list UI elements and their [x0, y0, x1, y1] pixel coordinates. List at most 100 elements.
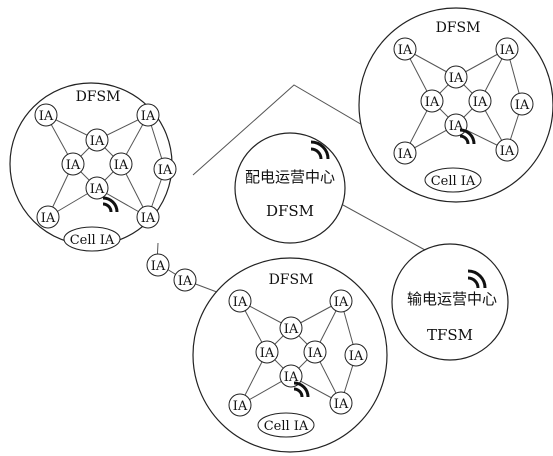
wireless-icon: [293, 381, 310, 398]
distribution-operation-center: 配电运营中心 DFSM: [234, 132, 346, 244]
cluster-title: DFSM: [436, 20, 481, 36]
ia-node-outer-bottom-left: IA: [228, 393, 252, 417]
ia-node-top: IA: [85, 128, 109, 152]
ia-node-circle: [279, 316, 303, 340]
cluster-title: DFSM: [269, 272, 314, 288]
ia-node-label: IA: [284, 370, 299, 385]
ia-node-label: IA: [515, 98, 530, 113]
ia-node-label: IA: [39, 109, 54, 124]
ia-node-circle: [468, 89, 492, 113]
bridge-ia-node-1: IA: [146, 253, 170, 277]
ia-node-right: IA: [303, 340, 327, 364]
ia-node-circle: [34, 103, 58, 127]
ia-node-outer-side: IA: [344, 343, 368, 367]
cell-ia-ellipse: [63, 226, 121, 252]
ia-node-circle: [136, 103, 160, 127]
cell-ia-node: Cell IA: [63, 226, 121, 252]
ia-node-outer-top-left: IA: [393, 37, 417, 61]
ia-node-outer-side: IA: [510, 92, 534, 116]
ia-node-circle: [228, 289, 252, 313]
ia-node-label: IA: [233, 295, 248, 310]
ia-node-circle: [146, 253, 170, 277]
cluster-title: DFSM: [76, 89, 121, 105]
ia-node-circle: [61, 152, 85, 176]
ia-node-circle: [329, 391, 353, 415]
ia-node-label: IA: [425, 95, 440, 110]
ia-node-bottom: IA: [444, 113, 468, 137]
ia-node-label: IA: [141, 211, 156, 226]
wireless-icon: [310, 140, 330, 160]
center-subsystem: TFSM: [427, 326, 473, 344]
ia-node-label: IA: [334, 397, 349, 412]
ia-node-label: IA: [260, 346, 275, 361]
ia-node-circle: [153, 157, 177, 181]
cell-ia-label: Cell IA: [431, 174, 476, 189]
link-center1-to-center2: [342, 204, 426, 251]
ia-node-label: IA: [233, 399, 248, 414]
center-boundary: [391, 243, 509, 361]
ia-node-circle: [510, 92, 534, 116]
ia-node-circle: [303, 340, 327, 364]
cell-ia-ellipse: [424, 167, 482, 193]
ia-node-label: IA: [449, 71, 464, 86]
ia-node-circle: [393, 141, 417, 165]
ia-node-outer-top-left: IA: [34, 103, 58, 127]
ia-node-label: IA: [500, 144, 515, 159]
ia-node-label: IA: [90, 182, 105, 197]
ia-node-bottom: IA: [85, 176, 109, 200]
cell-ia-node: Cell IA: [257, 412, 315, 438]
center-name: 配电运营中心: [245, 168, 335, 186]
ia-node-outer-bottom-left: IA: [393, 141, 417, 165]
cell-ia-label: Cell IA: [264, 419, 309, 434]
center-subsystem: DFSM: [266, 202, 314, 220]
ia-node-label: IA: [158, 163, 173, 178]
ia-node-circle: [420, 89, 444, 113]
center-name: 输电运营中心: [407, 290, 497, 308]
ia-node-circle: [85, 176, 109, 200]
ia-node-label: IA: [349, 349, 364, 364]
ia-node-label: IA: [398, 43, 413, 58]
ia-node-right: IA: [109, 152, 133, 176]
ia-node-label: IA: [178, 274, 193, 289]
ia-node-circle: [344, 343, 368, 367]
ia-node-circle: [444, 65, 468, 89]
ia-node-circle: [36, 205, 60, 229]
ia-node-label: IA: [398, 147, 413, 162]
ia-node-label: IA: [284, 322, 299, 337]
ia-node-circle: [85, 128, 109, 152]
ia-node-left: IA: [61, 152, 85, 176]
ia-node-outer-top-right: IA: [495, 37, 519, 61]
dfsm-cluster-top-right: DFSM IA IA IA IA IA IA IA IA IA Cell IA: [358, 7, 553, 203]
ia-node-label: IA: [449, 119, 464, 134]
ia-node-right: IA: [468, 89, 492, 113]
ia-node-circle: [228, 393, 252, 417]
cell-ia-node: Cell IA: [424, 167, 482, 193]
ia-node-circle: [495, 37, 519, 61]
ia-node-top: IA: [279, 316, 303, 340]
ia-node-circle: [279, 364, 303, 388]
transmission-operation-center: 输电运营中心 TFSM: [391, 243, 509, 361]
link-left-to-bottom: [156, 242, 239, 301]
ia-node-outer-top-left: IA: [228, 289, 252, 313]
cell-ia: Cell IA: [424, 128, 482, 193]
ia-node-label: IA: [308, 346, 323, 361]
ia-node-label: IA: [141, 109, 156, 124]
ia-node-outer-bottom-right: IA: [136, 205, 160, 229]
ia-node-bottom: IA: [279, 364, 303, 388]
ia-node-outer-top-right: IA: [136, 103, 160, 127]
ia-node-circle: [329, 289, 353, 313]
ia-node-left: IA: [420, 89, 444, 113]
ia-node-outer-bottom-left: IA: [36, 205, 60, 229]
ia-node-circle: [255, 340, 279, 364]
center-boundary: [234, 132, 346, 244]
ia-node-left: IA: [255, 340, 279, 364]
ia-node-outer-bottom-right: IA: [329, 391, 353, 415]
ia-node-label: IA: [151, 259, 166, 274]
ia-node-outer-bottom-right: IA: [495, 138, 519, 162]
ia-node-circle: [109, 152, 133, 176]
cluster-nodes: IA IA IA IA IA IA IA IA IA: [393, 37, 534, 165]
cell-ia: Cell IA: [257, 381, 315, 438]
bridge-ia-node-2: IA: [173, 268, 197, 292]
